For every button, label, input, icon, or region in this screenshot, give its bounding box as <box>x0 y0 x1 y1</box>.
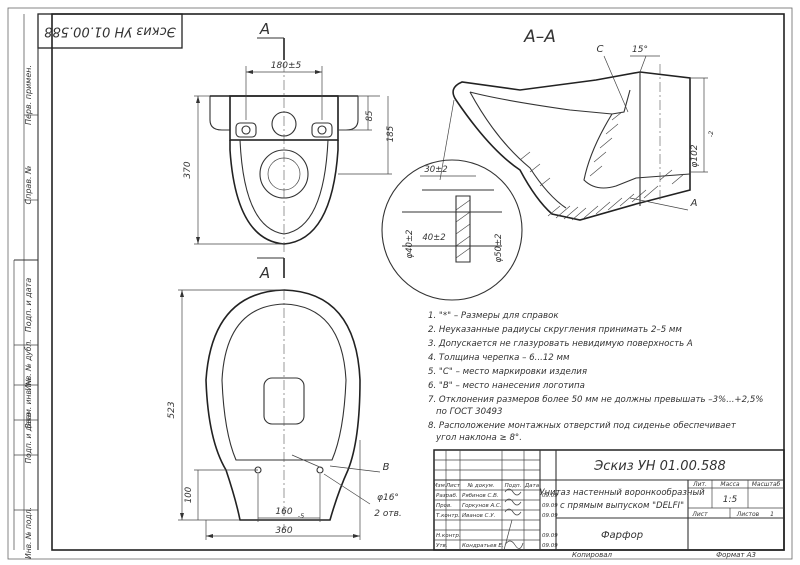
col-izm: Изм. <box>434 483 447 489</box>
footer-copied: Копировал <box>572 551 613 559</box>
strip-sprav-no: Справ. № <box>24 166 33 205</box>
tb-code: Эскиз УН 01.00.588 <box>593 459 726 474</box>
strip-vzam-inv: Взам. инв. № <box>24 377 33 428</box>
notes: 1. "*" – Размеры для справок 2. Неуказан… <box>428 311 763 443</box>
footer-format: Формат A3 <box>716 551 756 559</box>
strip-perv-primen: Перв. примен. <box>24 65 33 125</box>
detail-dia50: φ50±2 <box>494 234 504 263</box>
title-block: Изм. Лист № докум. Подп. Дата Разраб. Ря… <box>433 449 785 551</box>
note-2: 2. Неуказанные радиусы скругления приним… <box>428 325 682 335</box>
note-7: 7. Отклонения размеров более 50 мм не до… <box>428 395 763 405</box>
tkontr-name: Иванов С.У. <box>462 513 496 519</box>
date-4: 09.09 <box>542 533 558 539</box>
row-razrab: Разраб. <box>436 493 458 499</box>
row-prov: Пров. <box>436 503 452 509</box>
prov-name: Горкунов А.С. <box>462 503 502 509</box>
outer-frame <box>7 7 793 560</box>
strip-podp-data-2: Подп. и дата <box>24 412 33 463</box>
tb-list-label: Лист <box>691 511 708 518</box>
date-3: 09.09 <box>542 513 558 519</box>
section-view: A–A φ102 -2 C 15° <box>381 27 715 301</box>
strip-inv-dubl: Инв. № дубл. <box>24 339 33 390</box>
note-1: 1. "*" – Размеры для справок <box>428 311 559 321</box>
strip-podp-data-1: Подп. и дата <box>24 278 33 333</box>
dim-dia16: φ16° <box>377 493 399 503</box>
detail-40: 40±2 <box>422 233 445 243</box>
dim-85: 85 <box>365 111 375 122</box>
dim-180: 180±5 <box>271 61 302 71</box>
col-podp: Подп. <box>505 483 522 489</box>
dim-360: 360 <box>275 526 292 536</box>
tb-head-lit: Лит. <box>692 481 707 488</box>
note-4: 4. Толщина черепка – 6...12 мм <box>428 353 570 363</box>
note-8b: угол наклона ≥ 8°. <box>435 433 522 443</box>
label-c: C <box>597 44 604 55</box>
date-1: 09.09 <box>542 493 558 499</box>
note-6: 6. "В" – место нанесения логотипа <box>428 381 585 391</box>
utv-name: Кондратьев Е. <box>462 543 504 549</box>
col-list: Лист <box>445 483 461 489</box>
row-utv: Утв. <box>436 543 448 549</box>
detail-dia40: φ40±2 <box>405 230 415 259</box>
dim-160-tol: -5 <box>298 512 304 520</box>
note-8: 8. Расположение монтажных отверстий под … <box>428 421 737 431</box>
row-tkontr: Т.контр. <box>436 513 460 519</box>
tb-head-masshtab: Масштаб <box>752 481 781 488</box>
tb-material: Фарфор <box>601 530 643 541</box>
top-stamp-code: Эскиз УН 01.00.588 <box>44 24 177 39</box>
row-nkontr: Н.контр. <box>436 533 461 539</box>
tb-name-1: Унитаз настенный воронкообразный <box>539 488 705 498</box>
col-data: Дата <box>524 483 540 489</box>
left-strip: Перв. примен. Справ. № Подп. и дата Инв.… <box>13 14 39 559</box>
note-5: 5. "С" – место маркировки изделия <box>428 367 587 377</box>
detail-30: 30±2 <box>424 165 447 175</box>
inner-frame <box>51 13 785 551</box>
bottom-view: 523 100 160 -5 360 B φ16° 2 отв. <box>167 289 402 540</box>
dim-102-tol: -2 <box>707 131 715 137</box>
section-label-a-top: A <box>259 20 270 38</box>
label-a-section: A <box>690 198 698 209</box>
tb-listov-label: Листов <box>736 511 760 518</box>
dim-523: 523 <box>167 401 177 418</box>
date-5: 09.09 <box>542 543 558 549</box>
dim-100: 100 <box>184 487 194 503</box>
note-3: 3. Допускается не глазуровать невидимую … <box>428 339 693 349</box>
col-doc: № докум. <box>466 483 494 489</box>
dim-370: 370 <box>183 161 193 178</box>
top-view: A A 180±5 85 185 <box>183 20 396 282</box>
angle-15: 15° <box>632 45 648 55</box>
dim-160: 160 <box>275 507 292 517</box>
section-label-a-bottom: A <box>259 264 270 282</box>
section-title: A–A <box>523 27 556 47</box>
date-2: 09.09 <box>542 503 558 509</box>
tb-head-massa: Масса <box>720 481 739 488</box>
holes-count: 2 отв. <box>374 509 402 519</box>
tb-listov-value: 1 <box>770 511 774 518</box>
strip-inv-podl: Инв. № подл. <box>24 507 33 559</box>
razrab-name: Рябинов С.В. <box>462 493 499 499</box>
tb-name-2: с прямым выпуском "DELFI" <box>560 501 684 511</box>
dim-185: 185 <box>386 126 396 142</box>
tb-scale: 1:5 <box>723 495 738 505</box>
dim-102: φ102 <box>690 144 700 167</box>
note-7b: по ГОСТ 30493 <box>436 407 502 417</box>
top-stamp: Эскиз УН 01.00.588 <box>37 13 183 49</box>
label-b: B <box>383 462 390 473</box>
